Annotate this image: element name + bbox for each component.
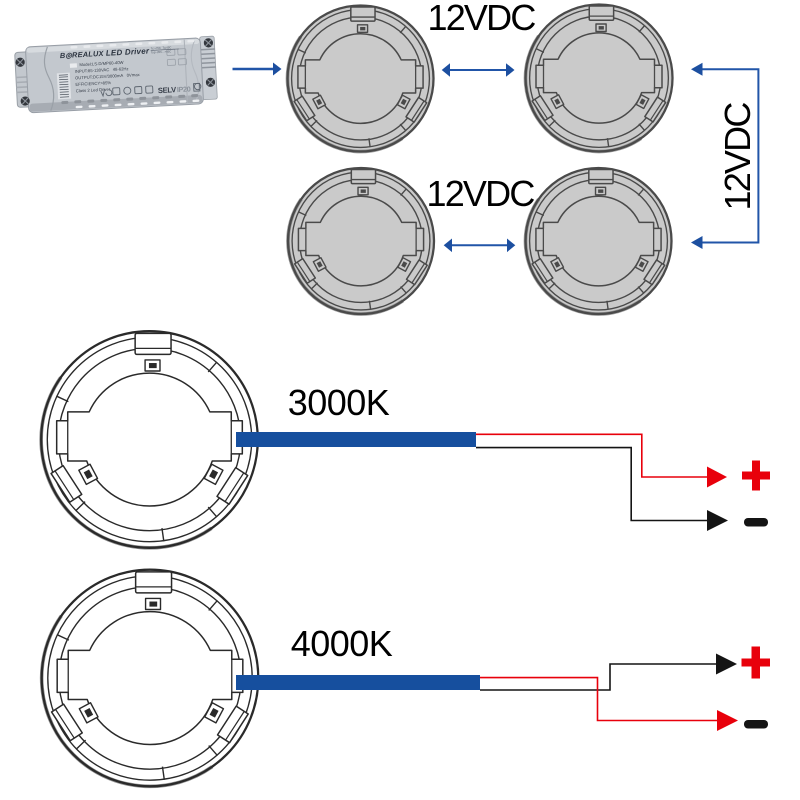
svg-text:4000K: 4000K	[291, 623, 393, 664]
svg-text:Tc:+75C Ta:45C: Tc:+75C Ta:45C	[151, 45, 172, 50]
svg-text:EFFICIENCY>85%: EFFICIENCY>85%	[75, 80, 111, 87]
svg-text:Model:LS-D/MP60-40W: Model:LS-D/MP60-40W	[79, 60, 123, 67]
svg-text:12VDC: 12VDC	[426, 173, 534, 214]
svg-text:SELV: SELV	[158, 85, 178, 95]
svg-text:Class 2 Led Driver: Class 2 Led Driver	[76, 87, 111, 94]
svg-text:12VDC: 12VDC	[427, 0, 535, 38]
svg-text:Top:-20C...+45C: Top:-20C...+45C	[151, 49, 172, 54]
svg-text:3000K: 3000K	[288, 382, 390, 423]
svg-text:OUTPUT:DC15V/3000mA 0Vmax: OUTPUT:DC15V/3000mA 0Vmax	[75, 72, 141, 80]
svg-text:INPUT:85-130VAC 48-62Hz: INPUT:85-130VAC 48-62Hz	[75, 66, 129, 74]
svg-text:12VDC: 12VDC	[717, 103, 758, 211]
svg-text:IP20: IP20	[177, 84, 191, 94]
